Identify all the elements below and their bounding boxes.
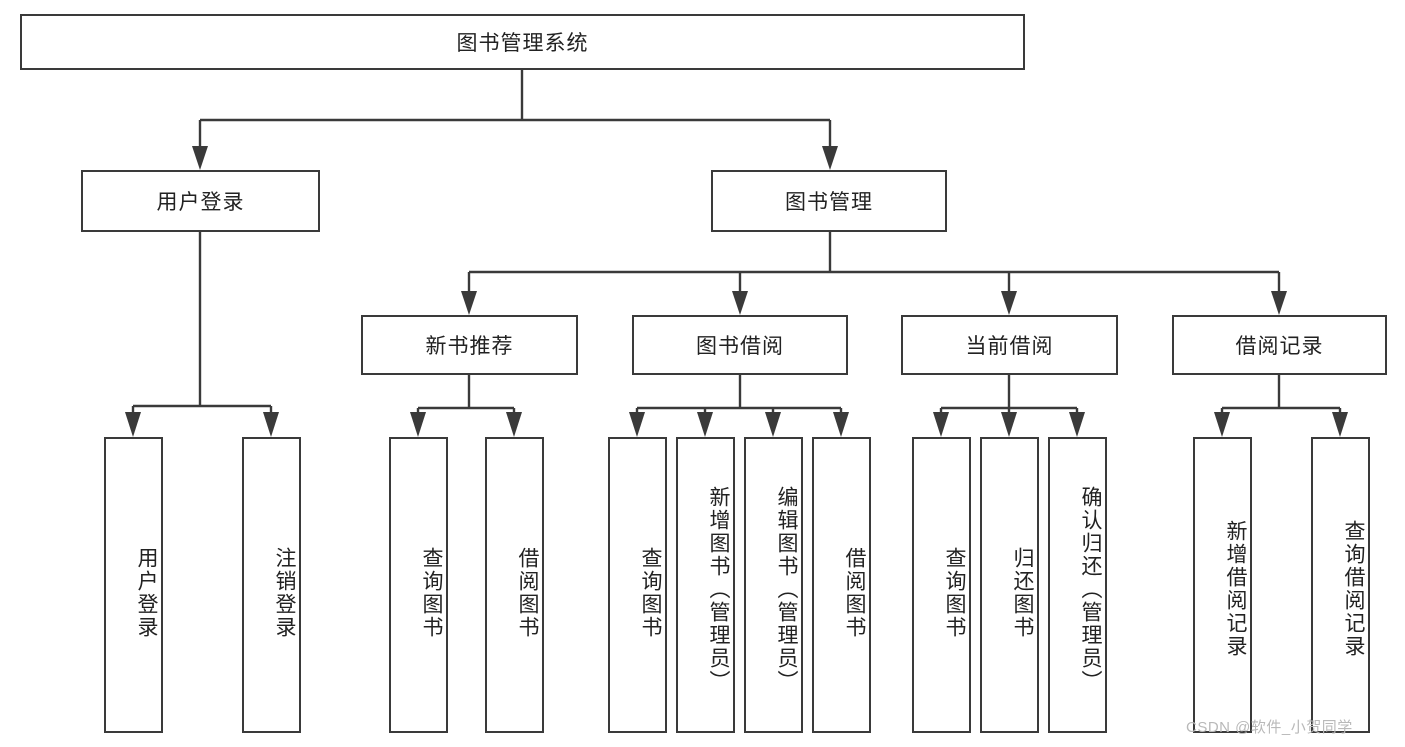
node-label: 借阅记录 xyxy=(1235,335,1324,358)
node-label: 编辑图书（管理员） xyxy=(775,485,798,693)
node-label: 确认归还（管理员） xyxy=(1079,485,1102,693)
node-new-book-recommend[interactable]: 新书推荐 xyxy=(361,315,578,375)
node-label: 注销登录 xyxy=(273,547,296,639)
node-leaf-query-book-1[interactable]: 查询图书 xyxy=(389,437,448,733)
node-label: 当前借阅 xyxy=(965,335,1054,358)
node-label: 借阅图书 xyxy=(516,547,539,639)
node-root-book-management-system[interactable]: 图书管理系统 xyxy=(20,14,1025,70)
node-leaf-query-book-3[interactable]: 查询图书 xyxy=(912,437,971,733)
node-user-login[interactable]: 用户登录 xyxy=(81,170,320,232)
node-borrow-record[interactable]: 借阅记录 xyxy=(1172,315,1387,375)
node-label: 新增借阅记录 xyxy=(1224,520,1247,658)
node-leaf-return-book[interactable]: 归还图书 xyxy=(980,437,1039,733)
node-label: 查询图书 xyxy=(943,547,966,639)
node-leaf-borrow-book-2[interactable]: 借阅图书 xyxy=(812,437,871,733)
node-leaf-logout[interactable]: 注销登录 xyxy=(242,437,301,733)
node-label: 查询图书 xyxy=(639,547,662,639)
node-label: 新增图书（管理员） xyxy=(707,485,730,693)
node-label: 查询借阅记录 xyxy=(1342,520,1365,658)
csdn-watermark: CSDN @软件_小贺同学 xyxy=(1186,719,1353,736)
node-leaf-add-book[interactable]: 新增图书（管理员） xyxy=(676,437,735,733)
node-label: 新书推荐 xyxy=(425,335,514,358)
node-label: 用户登录 xyxy=(156,191,245,214)
node-leaf-confirm-return[interactable]: 确认归还（管理员） xyxy=(1048,437,1107,733)
node-book-management[interactable]: 图书管理 xyxy=(711,170,947,232)
node-label: 图书管理 xyxy=(785,191,873,214)
node-label: 图书借阅 xyxy=(696,335,784,358)
node-book-borrow[interactable]: 图书借阅 xyxy=(632,315,848,375)
node-label: 图书管理系统 xyxy=(456,32,589,55)
node-label: 用户登录 xyxy=(135,547,158,639)
node-leaf-user-login[interactable]: 用户登录 xyxy=(104,437,163,733)
node-current-borrow[interactable]: 当前借阅 xyxy=(901,315,1118,375)
node-label: 查询图书 xyxy=(420,547,443,639)
node-leaf-borrow-book-1[interactable]: 借阅图书 xyxy=(485,437,544,733)
node-label: 归还图书 xyxy=(1011,547,1034,639)
node-leaf-query-book-2[interactable]: 查询图书 xyxy=(608,437,667,733)
node-leaf-edit-book[interactable]: 编辑图书（管理员） xyxy=(744,437,803,733)
node-leaf-add-borrow-record[interactable]: 新增借阅记录 xyxy=(1193,437,1252,733)
node-label: 借阅图书 xyxy=(843,547,866,639)
node-leaf-query-borrow-record[interactable]: 查询借阅记录 xyxy=(1311,437,1370,733)
